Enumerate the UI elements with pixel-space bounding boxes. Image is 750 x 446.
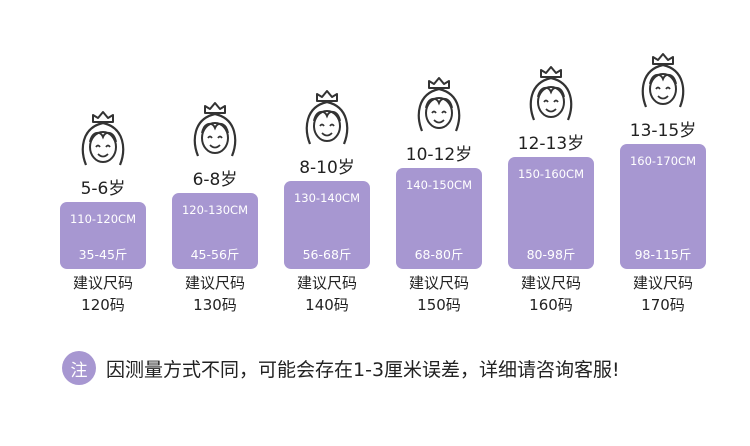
note-badge: 注 <box>62 351 96 385</box>
suggested-size: 建议尺码 160码 <box>508 272 594 316</box>
suggested-size: 建议尺码 150码 <box>396 272 482 316</box>
height-range: 150-160CM <box>517 167 584 181</box>
age-label: 13-15岁 <box>629 121 697 141</box>
note-text: 因测量方式不同，可能会存在1-3厘米误差，详细请咨询客服! <box>106 358 620 381</box>
weight-range: 56-68斤 <box>302 247 352 262</box>
suggested-size: 建议尺码 130码 <box>172 272 258 316</box>
girl-icon <box>193 101 237 158</box>
height-range: 110-120CM <box>69 212 136 226</box>
size-column: 8-10岁 130-140CM 56-68斤建议尺码 140码 <box>284 0 370 330</box>
girl-icon <box>529 65 573 122</box>
suggested-size: 建议尺码 170码 <box>620 272 706 316</box>
height-range: 120-130CM <box>181 203 248 217</box>
suggest-label: 建议尺码 <box>408 274 469 292</box>
size-value: 160码 <box>529 296 573 314</box>
note: 注 因测量方式不同，可能会存在1-3厘米误差，详细请咨询客服! <box>62 350 620 386</box>
size-card: 130-140CM 56-68斤 <box>284 181 370 269</box>
girl-icon <box>305 89 349 146</box>
size-card: 140-150CM 68-80斤 <box>396 168 482 269</box>
girl-icon <box>81 110 125 167</box>
age-label: 12-13岁 <box>517 134 585 154</box>
suggest-label: 建议尺码 <box>632 274 693 292</box>
height-range: 140-150CM <box>405 178 472 192</box>
size-value: 170码 <box>641 296 685 314</box>
suggest-label: 建议尺码 <box>184 274 245 292</box>
suggested-size: 建议尺码 120码 <box>60 272 146 316</box>
age-label: 10-12岁 <box>405 145 473 165</box>
suggest-label: 建议尺码 <box>72 274 133 292</box>
suggest-label: 建议尺码 <box>296 274 357 292</box>
size-card: 160-170CM 98-115斤 <box>620 144 706 269</box>
size-card: 110-120CM 35-45斤 <box>60 202 146 269</box>
size-value: 150码 <box>417 296 461 314</box>
size-value: 130码 <box>193 296 237 314</box>
size-card: 150-160CM 80-98斤 <box>508 157 594 269</box>
size-card: 120-130CM 45-56斤 <box>172 193 258 269</box>
age-label: 5-6岁 <box>80 179 126 199</box>
size-value: 120码 <box>81 296 125 314</box>
weight-range: 68-80斤 <box>414 247 464 262</box>
age-label: 8-10岁 <box>299 158 355 178</box>
girl-icon <box>417 76 461 133</box>
age-label: 6-8岁 <box>192 170 238 190</box>
suggest-label: 建议尺码 <box>520 274 581 292</box>
size-column: 6-8岁 120-130CM 45-56斤建议尺码 130码 <box>172 0 258 330</box>
weight-range: 98-115斤 <box>634 247 692 262</box>
height-range: 160-170CM <box>629 154 696 168</box>
size-column: 10-12岁 140-150CM 68-80斤建议尺码 150码 <box>396 0 482 330</box>
size-value: 140码 <box>305 296 349 314</box>
size-column: 5-6岁 110-120CM 35-45斤建议尺码 120码 <box>60 0 146 330</box>
size-column: 13-15岁 160-170CM 98-115斤建议尺码 170码 <box>620 0 706 330</box>
weight-range: 35-45斤 <box>78 247 128 262</box>
height-range: 130-140CM <box>293 191 360 205</box>
girl-icon <box>641 52 685 109</box>
weight-range: 45-56斤 <box>190 247 240 262</box>
suggested-size: 建议尺码 140码 <box>284 272 370 316</box>
size-column: 12-13岁 150-160CM 80-98斤建议尺码 160码 <box>508 0 594 330</box>
weight-range: 80-98斤 <box>526 247 576 262</box>
